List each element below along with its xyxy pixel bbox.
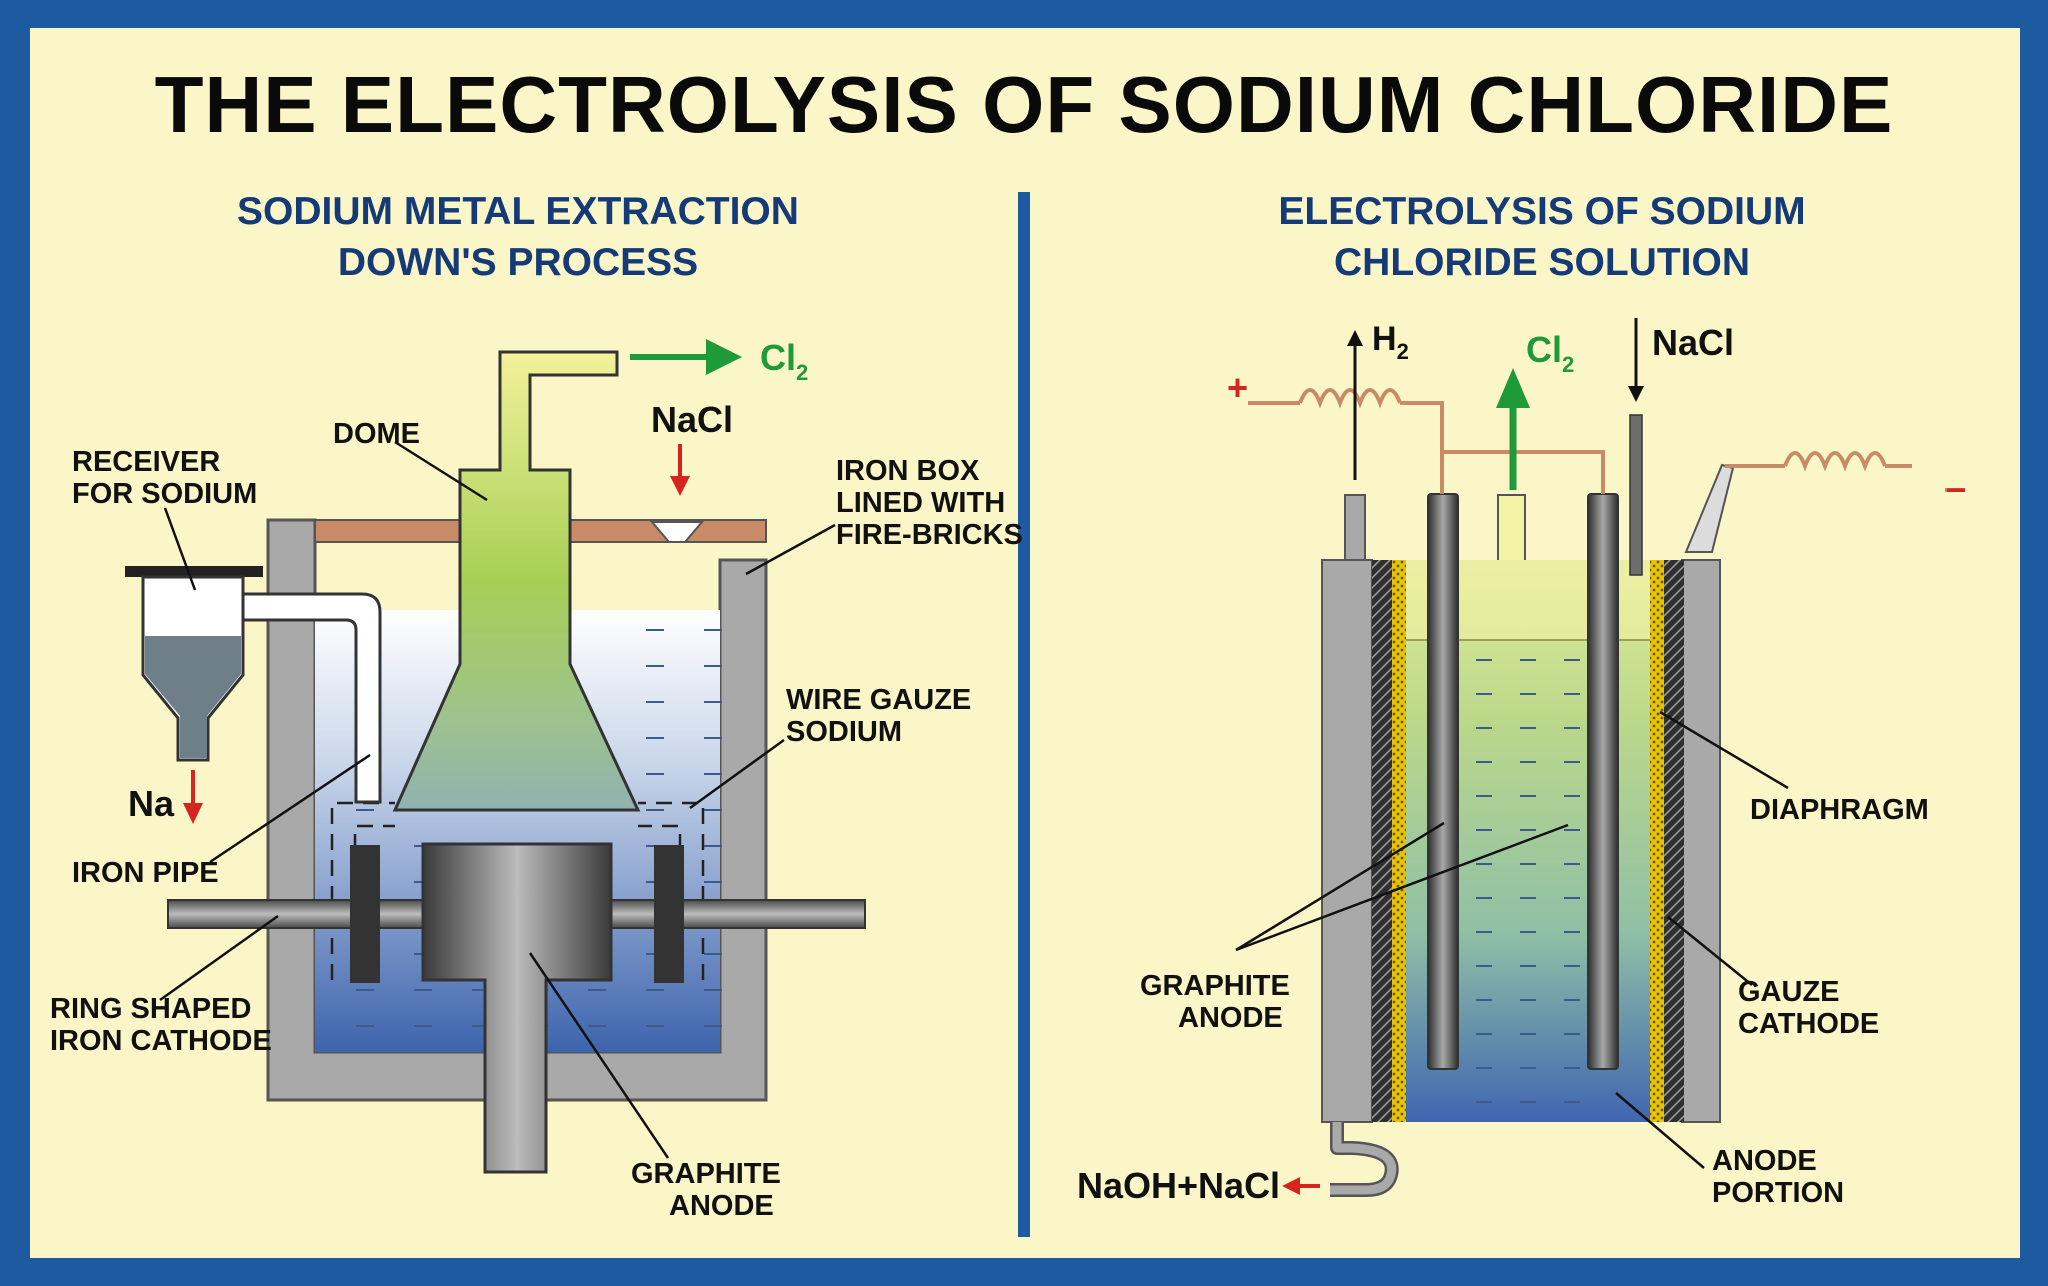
ring-cathode-left: [350, 845, 380, 983]
receiver-sodium: [145, 636, 241, 758]
nacl-arrowhead-right: [1628, 386, 1644, 402]
naoh-arrowhead: [1282, 1177, 1300, 1195]
graphite-anode-label-line2-right: ANODE: [1178, 1002, 1283, 1034]
left-subtitle-line1: SODIUM METAL EXTRACTION: [237, 190, 799, 233]
na-arrowhead: [183, 803, 203, 824]
graphite-rod-right: [1587, 493, 1619, 1070]
circuit-wires: [1248, 388, 1965, 494]
cl2-arrowhead-right: [1496, 368, 1530, 408]
nacl-arrowhead-left: [670, 476, 690, 496]
diaphragm-label: DIAPHRAGM: [1750, 794, 1929, 826]
panel-divider: [1018, 192, 1030, 1237]
ring-cathode-label-line2: IRON CATHODE: [50, 1025, 272, 1057]
right-leader-lines: [1235, 710, 1789, 1169]
left-subtitle-line2: DOWN'S PROCESS: [338, 241, 698, 284]
nacl-label-right: NaCl: [1652, 322, 1734, 363]
iron-box-label-line2: LINED WITH: [836, 487, 1005, 519]
page-title: THE ELECTROLYSIS OF SODIUM CHLORIDE: [155, 60, 1894, 149]
diaphragm-right: [1664, 560, 1684, 1122]
cl2-label-right: Cl2: [1526, 329, 1574, 377]
graphite-anode-label-line2-left: ANODE: [669, 1190, 774, 1222]
receiver-label-line2: FOR SODIUM: [72, 478, 257, 510]
gauze-cathode-right: [1650, 560, 1664, 1122]
receiver-cap: [125, 566, 263, 577]
gauze-cathode-label-line2: CATHODE: [1738, 1008, 1879, 1040]
h2-outlet: [1344, 494, 1366, 561]
negative-terminal: –: [1946, 467, 1966, 508]
nacl-label-left: NaCl: [651, 399, 733, 440]
h2-label: H2: [1372, 320, 1409, 364]
cell-wall-right: [1681, 559, 1721, 1123]
dome-label: DOME: [333, 418, 420, 450]
iron-box-label-line1: IRON BOX: [836, 455, 980, 487]
iron-box-label-line3: FIRE-BRICKS: [836, 519, 1023, 551]
left-leader-lines: [159, 440, 836, 1159]
cell-wall-left: [1321, 559, 1373, 1123]
right-subtitle-line1: ELECTROLYSIS OF SODIUM: [1278, 190, 1805, 233]
graphite-rod-left: [1427, 493, 1459, 1070]
graphite-anode-label-line1-right: GRAPHITE: [1140, 970, 1290, 1002]
nacl-feed-funnel: [649, 521, 705, 543]
naoh-outlet-pipe-inner: [1330, 1122, 1397, 1195]
naoh-nacl-label: NaOH+NaCl: [1077, 1165, 1280, 1206]
h2-arrowhead: [1347, 330, 1363, 346]
cl2-outlet: [1497, 494, 1526, 560]
nacl-feed-pipe: [1629, 414, 1643, 576]
positive-terminal: +: [1227, 367, 1248, 408]
iron-pipe-label: IRON PIPE: [72, 857, 219, 889]
wire-gauze-label-line1: WIRE GAUZE: [786, 684, 971, 716]
ring-cathode-right: [654, 845, 684, 983]
diaphragm-left: [1372, 560, 1392, 1122]
right-subtitle-line2: CHLORIDE SOLUTION: [1334, 241, 1750, 284]
graphite-anode-label-line1-left: GRAPHITE: [631, 1158, 781, 1190]
gauze-cathode-left: [1392, 560, 1406, 1122]
cl2-label-left: Cl2: [760, 337, 808, 385]
na-label: Na: [128, 783, 175, 824]
liquid-dashes-right: [1476, 659, 1580, 1103]
ring-cathode-label-line1: RING SHAPED: [50, 993, 251, 1025]
iron-pipe: [241, 592, 382, 804]
graphite-anode-shape: [421, 842, 613, 1174]
wire-gauze-label-line2: SODIUM: [786, 716, 902, 748]
gauze-cathode-label-line1: GAUZE: [1738, 976, 1840, 1008]
dome: [392, 350, 641, 812]
anode-portion-label-line1: ANODE: [1712, 1145, 1817, 1177]
anode-portion-label-line2: PORTION: [1712, 1177, 1844, 1209]
receiver-label-line1: RECEIVER: [72, 446, 220, 478]
